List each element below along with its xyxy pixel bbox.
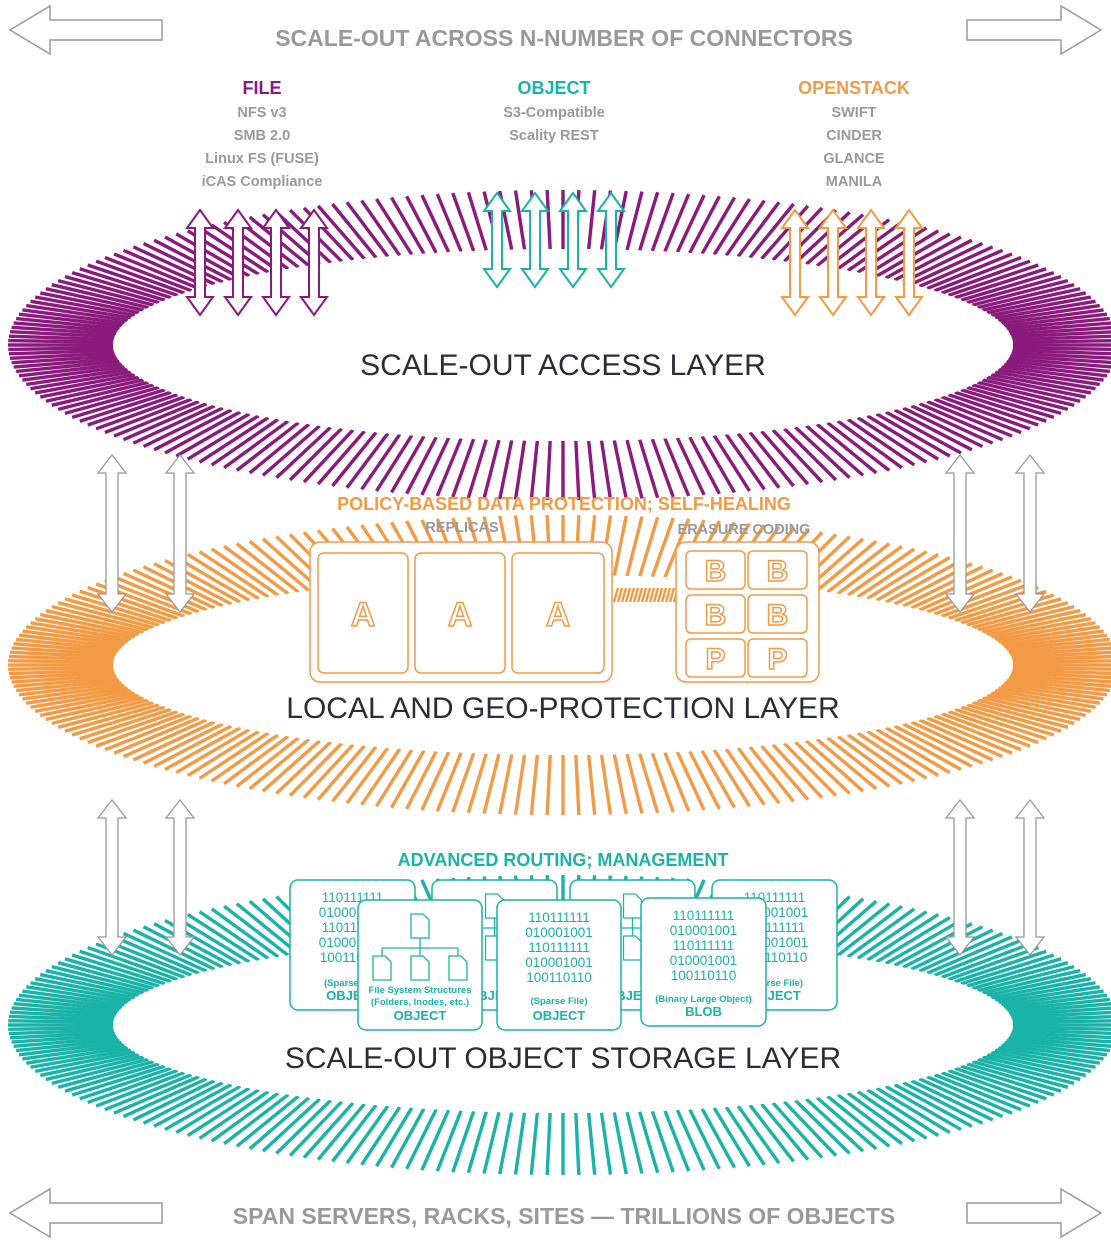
double-arrow-icon [1014,798,1046,957]
routing-heading: ADVANCED ROUTING; MANAGEMENT [398,850,729,870]
replica-block: A [414,552,506,674]
ec-letter: B [767,555,789,588]
file-title: FILE [243,78,282,98]
bottom-banner-text: SPAN SERVERS, RACKS, SITES — TRILLIONS O… [233,1203,895,1229]
protection-layer-title: LOCAL AND GEO-PROTECTION LAYER [286,692,839,725]
right-arrow-icon [966,1187,1103,1239]
replica-block: A [317,552,409,674]
file-connectors: FILE NFS v3 SMB 2.0 Linux FS (FUSE) iCAS… [202,78,323,190]
side-arrows [96,453,1046,957]
replica-block: A [511,552,605,674]
double-arrow-icon [596,191,626,289]
object-card: File System Structures(Folders, Inodes, … [357,899,483,1031]
ec-block: B [685,550,746,590]
replica-letter: A [351,596,376,634]
file-item: iCAS Compliance [202,174,323,190]
replica-letter: A [448,596,473,634]
openstack-title: OPENSTACK [798,78,910,98]
card-caption: File System Structures [369,985,472,996]
access-layer-title: SCALE-OUT ACCESS LAYER [360,349,766,382]
top-banner: SCALE-OUT ACROSS N-NUMBER OF CONNECTORS [8,4,1103,56]
ec-letter: B [705,599,727,632]
erasure-coding-label: ERASURE CODING [678,522,811,538]
left-arrow-icon [8,1187,163,1239]
file-item: SMB 2.0 [234,128,290,144]
bottom-banner: SPAN SERVERS, RACKS, SITES — TRILLIONS O… [8,1187,1103,1239]
double-arrow-icon [482,191,512,289]
openstack-item: CINDER [826,128,882,144]
double-arrow-icon [944,453,976,614]
connector-bar [612,587,680,603]
binary-line: 010001001 [670,923,738,938]
object-cards: 1101111110100010011101111110100010011001… [289,879,838,1031]
openstack-item: GLANCE [823,151,885,167]
binary-line: 010001001 [670,953,738,968]
protection-heading: POLICY-BASED DATA PROTECTION; SELF-HEALI… [337,494,791,514]
binary-line: 110111111 [673,908,735,923]
ec-block: P [747,638,808,678]
double-arrow-icon [223,208,253,317]
double-arrow-icon [185,208,215,317]
object-card: 1101111110100010011101111110100010011001… [496,899,622,1031]
binary-line: 110111111 [528,910,590,925]
binary-line: 010001001 [525,925,593,940]
double-arrow-icon [164,798,196,957]
double-arrow-icon [558,191,588,289]
ec-letter: P [767,643,787,676]
replica-letter: A [546,596,571,634]
openstack-item: MANILA [826,174,883,190]
card-title: BLOB [685,1004,722,1019]
double-arrow-icon [856,208,886,317]
ec-letter: B [705,555,727,588]
card-caption: (Folders, Inodes, etc.) [371,997,469,1008]
ec-block: B [747,550,808,590]
left-arrow-icon [8,4,163,56]
binary-line: 100110110 [671,968,737,983]
file-item: NFS v3 [237,105,286,121]
ec-letter: B [767,599,789,632]
card-title: OBJECT [394,1008,447,1023]
double-arrow-icon [96,798,128,957]
double-arrow-icon [261,208,291,317]
double-arrow-icon [894,208,924,317]
binary-line: 100110110 [526,970,592,985]
double-arrow-icon [164,453,196,614]
object-title: OBJECT [517,78,590,98]
replicas-label: REPLICAS [425,520,499,536]
card-caption: (Sparse File) [746,978,803,989]
blob-card: 1101111110100010011101111110100010011001… [640,897,767,1027]
right-arrow-icon [966,4,1103,56]
double-arrow-icon [299,208,329,317]
ec-block: B [747,594,808,634]
binary-line: 010001001 [525,955,593,970]
card-caption: (Binary Large Object) [655,994,752,1005]
ec-block: P [685,638,746,678]
binary-line: 110111111 [673,938,735,953]
openstack-item: SWIFT [831,105,876,121]
card-title: OBJECT [533,1008,586,1023]
openstack-connectors: OPENSTACK SWIFT CINDER GLANCE MANILA [798,78,910,190]
double-arrow-icon [780,208,810,317]
ec-block: B [685,594,746,634]
object-item: Scality REST [509,128,599,144]
object-item: S3-Compatible [503,105,605,121]
storage-layer-title: SCALE-OUT OBJECT STORAGE LAYER [285,1042,841,1075]
double-arrow-icon [520,191,550,289]
double-arrow-icon [944,798,976,957]
top-banner-text: SCALE-OUT ACROSS N-NUMBER OF CONNECTORS [275,25,853,51]
object-connectors: OBJECT S3-Compatible Scality REST [503,78,605,144]
file-item: Linux FS (FUSE) [205,151,319,167]
card-caption: (Sparse File) [530,996,587,1007]
ec-letter: P [705,643,725,676]
double-arrow-icon [96,453,128,614]
binary-line: 110111111 [528,940,590,955]
double-arrow-icon [1014,453,1046,614]
access-layer-ring [8,189,1111,501]
card-caption: (Sparse File) [324,978,381,989]
double-arrow-icon [818,208,848,317]
connector-arrows [185,191,924,317]
